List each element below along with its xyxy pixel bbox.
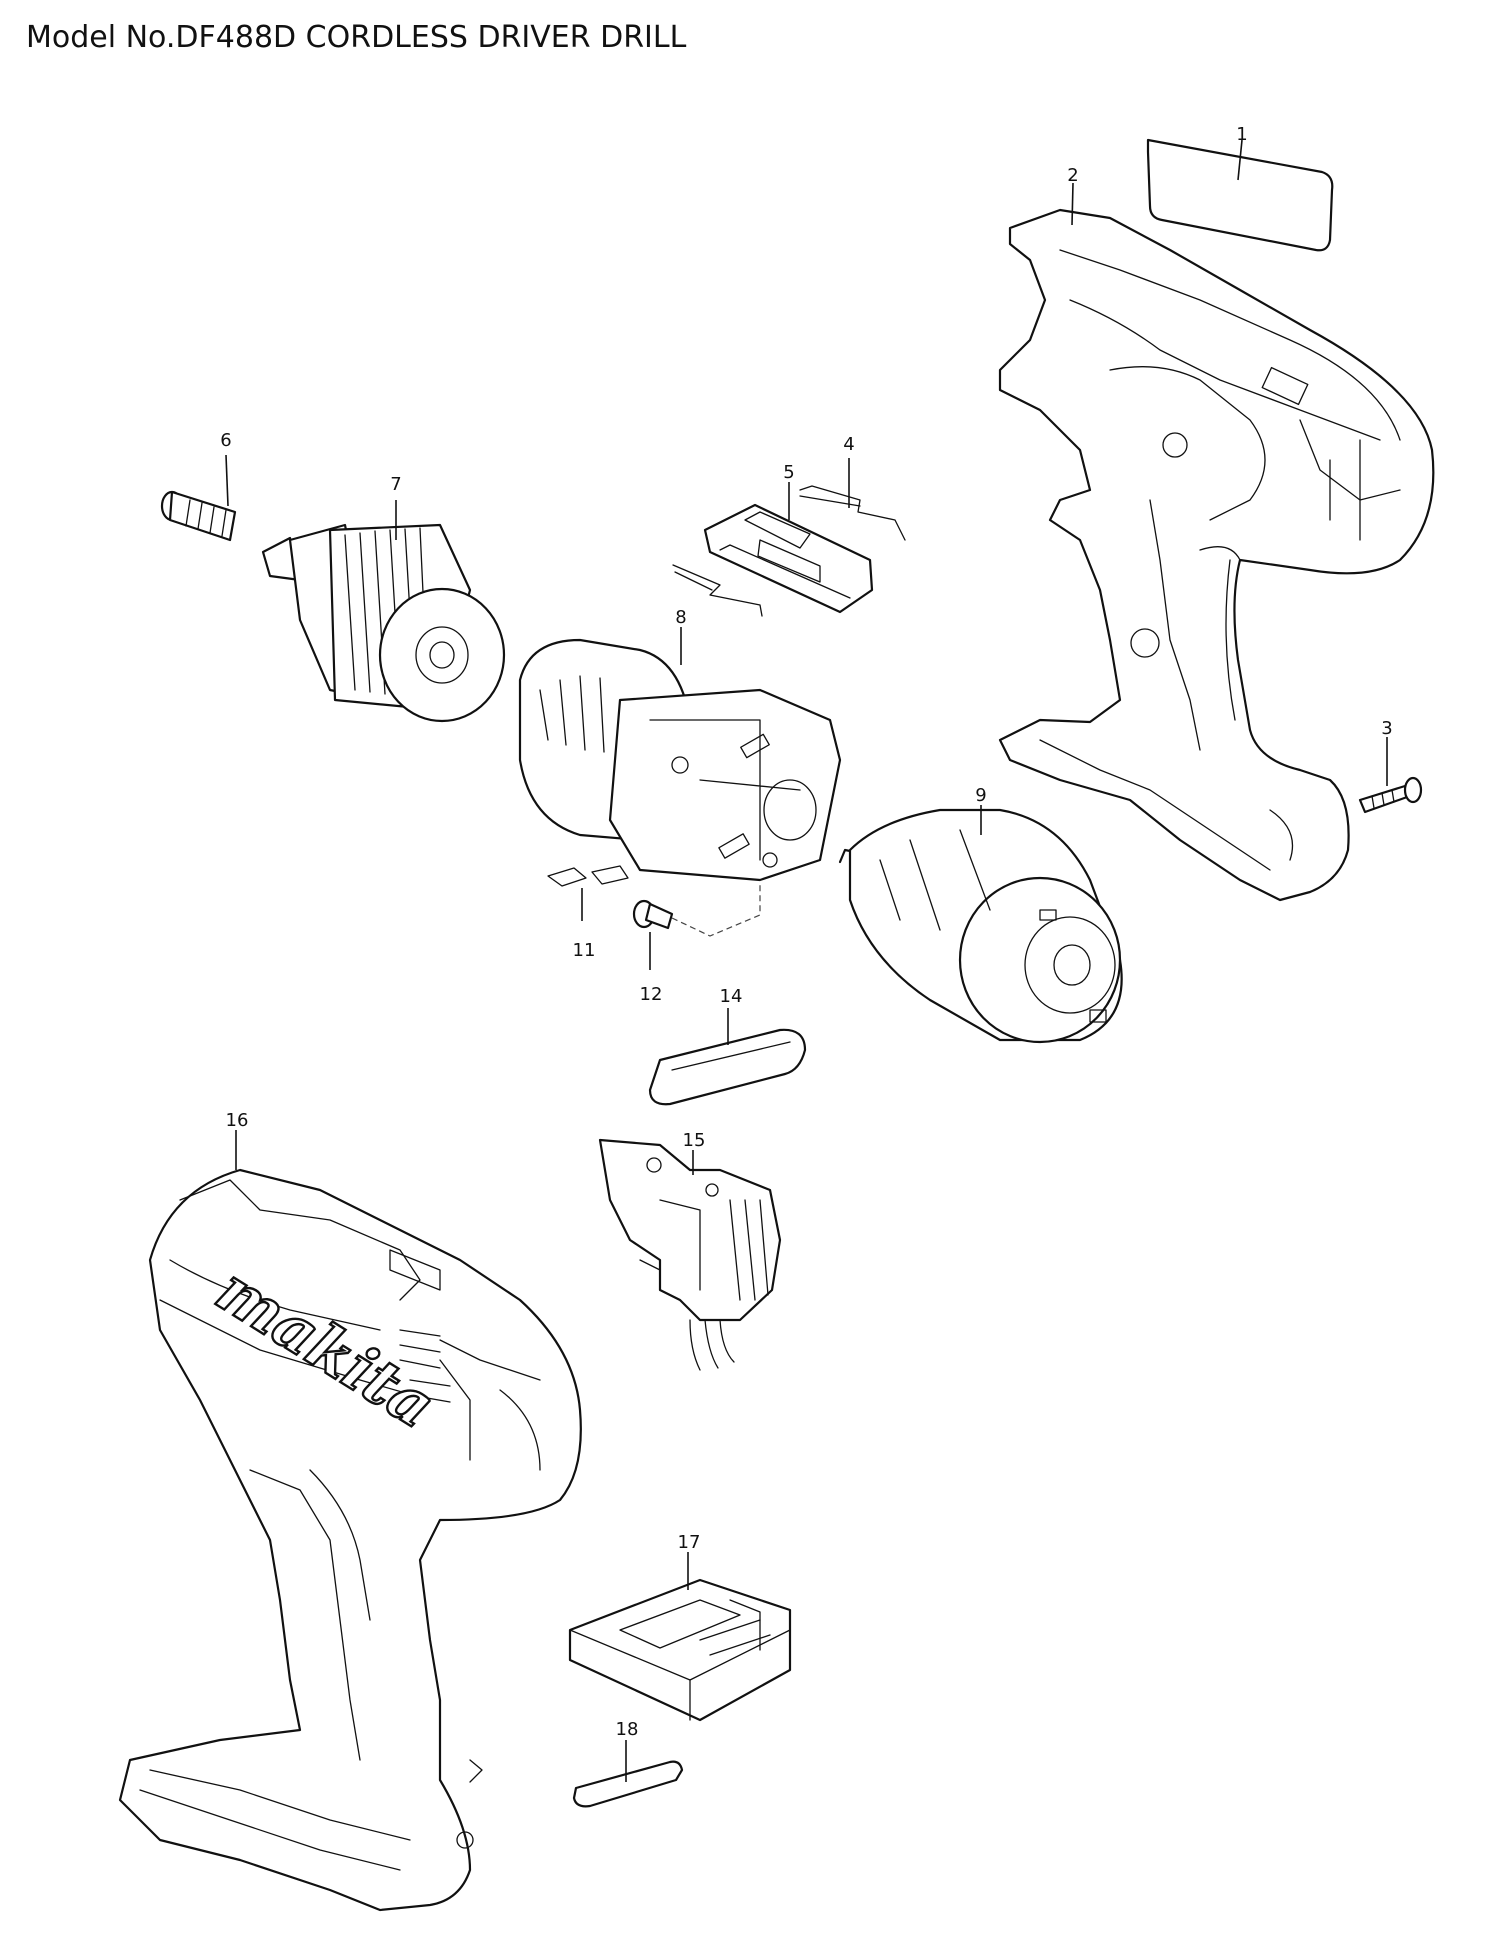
part-9-motor[interactable] (838, 808, 1123, 1044)
part-18-label[interactable] (572, 1760, 684, 1808)
part-5-switch-lever[interactable] (703, 503, 874, 614)
leader-lines (225, 139, 1388, 1782)
part-3-screw[interactable] (1358, 776, 1423, 814)
label-part-5: 5 (783, 462, 794, 483)
label-part-17: 17 (678, 1532, 701, 1553)
label-part-14: 14 (720, 986, 743, 1007)
part-17-terminal-holder[interactable] (568, 1578, 792, 1722)
label-part-9: 9 (975, 785, 986, 806)
part-6-bolt[interactable] (160, 490, 237, 542)
label-part-1: 1 (1236, 124, 1247, 145)
label-part-6: 6 (220, 430, 231, 451)
part-15-switch[interactable] (598, 1138, 782, 1371)
part-16-housing-left[interactable] (118, 1168, 582, 1912)
part-1-label-plate[interactable] (1146, 138, 1334, 252)
part-8-gear-assembly[interactable] (518, 638, 842, 882)
label-part-18: 18 (616, 1719, 639, 1740)
label-part-2: 2 (1067, 165, 1078, 186)
label-part-12: 12 (640, 984, 663, 1005)
part-12-screw[interactable] (632, 885, 761, 937)
label-part-4: 4 (843, 434, 854, 455)
part-11-brush-clips[interactable] (547, 865, 629, 887)
part-4-spring-lower[interactable] (672, 564, 763, 617)
label-part-15: 15 (683, 1130, 706, 1151)
part-7-keyless-chuck[interactable] (261, 523, 506, 723)
label-part-16: 16 (226, 1110, 249, 1131)
part-14-plate[interactable] (648, 1028, 807, 1106)
label-part-7: 7 (390, 474, 401, 495)
part-number-labels: 1 2 3 4 5 6 7 8 9 11 12 14 15 16 17 18 (220, 124, 1392, 1740)
label-part-8: 8 (675, 607, 686, 628)
part-2-housing-right[interactable] (998, 208, 1435, 902)
label-part-11: 11 (573, 940, 596, 961)
page-title: Model No.DF488D CORDLESS DRIVER DRILL (26, 20, 687, 55)
part-4-spring[interactable] (799, 485, 906, 541)
label-part-3: 3 (1381, 718, 1392, 739)
